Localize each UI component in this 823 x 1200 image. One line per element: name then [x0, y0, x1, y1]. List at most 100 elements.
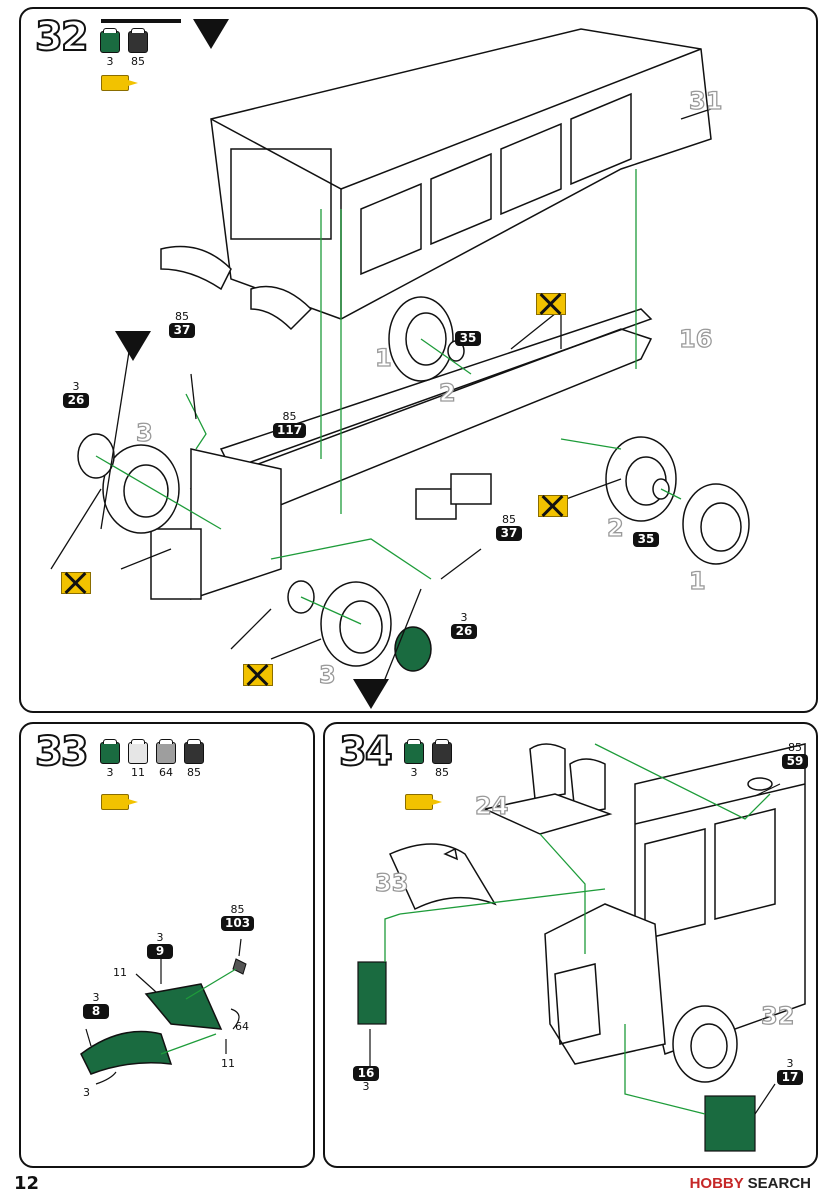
callout-paint: 85	[502, 513, 516, 526]
watermark: HOBBY SEARCH	[690, 1175, 811, 1192]
part-note: 11	[113, 966, 127, 979]
callout-paint: 3	[72, 380, 80, 393]
callout-35: 35	[633, 532, 659, 548]
callout-part: 16	[353, 1066, 379, 1082]
paint-code: 85	[131, 55, 145, 68]
sand-icon	[115, 331, 151, 361]
paint-code: 3	[410, 766, 418, 779]
callout-part: 59	[782, 754, 808, 770]
callout-part: 26	[63, 393, 89, 409]
paint-list: 3 85	[403, 739, 453, 779]
paint-code: 85	[187, 766, 201, 779]
paint-pot: 85	[183, 739, 205, 779]
paint-code: 11	[131, 766, 145, 779]
callout-paint: 3	[156, 931, 164, 944]
step-number: 33	[34, 729, 90, 775]
part-label: 16	[678, 324, 713, 353]
no-glue-icon	[243, 664, 273, 686]
watermark-brand: HOBBY	[689, 1175, 744, 1192]
paint-jar	[128, 739, 148, 764]
callout-35: 35	[455, 331, 481, 347]
no-glue-icon	[536, 293, 566, 315]
paint-pot: 3	[99, 739, 121, 779]
page-number: 12	[14, 1173, 40, 1194]
paint-code: 85	[435, 766, 449, 779]
step-32-diagram	[50, 28, 750, 690]
part-label: 33	[374, 868, 409, 897]
paint-pot: 3	[403, 739, 425, 779]
glue-icon	[405, 794, 442, 810]
sand-icon	[353, 679, 389, 709]
part-label: 2	[438, 378, 456, 407]
sand-icon	[193, 19, 229, 49]
paint-jar	[156, 739, 176, 764]
paint-list: 3 11 64 85	[99, 739, 205, 779]
green-panel	[357, 961, 387, 1025]
paint-jar	[404, 739, 424, 764]
callout-part: 117	[273, 423, 307, 439]
paint-pot: 3	[99, 28, 121, 68]
step-34-diagram	[357, 743, 806, 1152]
paint-jar	[128, 28, 148, 53]
part-note: 64	[235, 1020, 249, 1033]
no-glue-icon	[538, 495, 568, 517]
step-32-panel: 32 3 85	[19, 7, 818, 713]
callout-paint: 3	[92, 991, 100, 1004]
paint-list: 3 85	[99, 28, 149, 68]
step-number: 34	[338, 729, 394, 775]
part-note: 11	[221, 1057, 235, 1070]
paint-pot: 85	[127, 28, 149, 68]
paint-jar	[184, 739, 204, 764]
part-label: 32	[760, 1001, 795, 1030]
part-label: 1	[374, 343, 392, 372]
paint-jar	[432, 739, 452, 764]
part-label: 2	[606, 513, 624, 542]
part-label: 31	[688, 86, 723, 115]
callout-part: 35	[633, 532, 659, 548]
part-label: 1	[688, 566, 706, 595]
part-note: 3	[83, 1086, 90, 1099]
step-33-diagram	[80, 938, 247, 1085]
glue-icon	[101, 75, 138, 91]
paint-jar	[100, 28, 120, 53]
callout-paint: 85	[175, 310, 189, 323]
paint-jar	[100, 739, 120, 764]
callout-paint: 3	[460, 611, 468, 624]
step-number: 32	[34, 14, 90, 60]
callout-part: 35	[455, 331, 481, 347]
paint-pot: 64	[155, 739, 177, 779]
paint-code: 64	[159, 766, 173, 779]
part-label: 3	[318, 660, 336, 689]
paint-pot: 11	[127, 739, 149, 779]
callout-paint: 85	[282, 410, 297, 423]
brush-icon	[101, 19, 181, 23]
callout-part: 103	[221, 916, 255, 932]
callout-paint: 85	[788, 741, 802, 754]
callout-part: 26	[451, 624, 477, 640]
green-floor	[704, 1095, 756, 1152]
step-34-panel: 34 3 85	[323, 722, 818, 1168]
steering-wheel	[747, 777, 773, 791]
no-glue-icon	[61, 572, 91, 594]
callout-part: 37	[169, 323, 195, 339]
callout-paint: 3	[362, 1080, 370, 1094]
part-label: 3	[135, 418, 153, 447]
part-label: 24	[474, 791, 509, 820]
callout-part: 17	[777, 1070, 803, 1086]
paint-pot: 85	[431, 739, 453, 779]
callout-part: 9	[147, 944, 173, 960]
paint-code: 3	[106, 766, 114, 779]
callout-paint: 85	[230, 903, 245, 916]
callout-part: 37	[496, 526, 522, 542]
glue-icon	[101, 794, 138, 810]
